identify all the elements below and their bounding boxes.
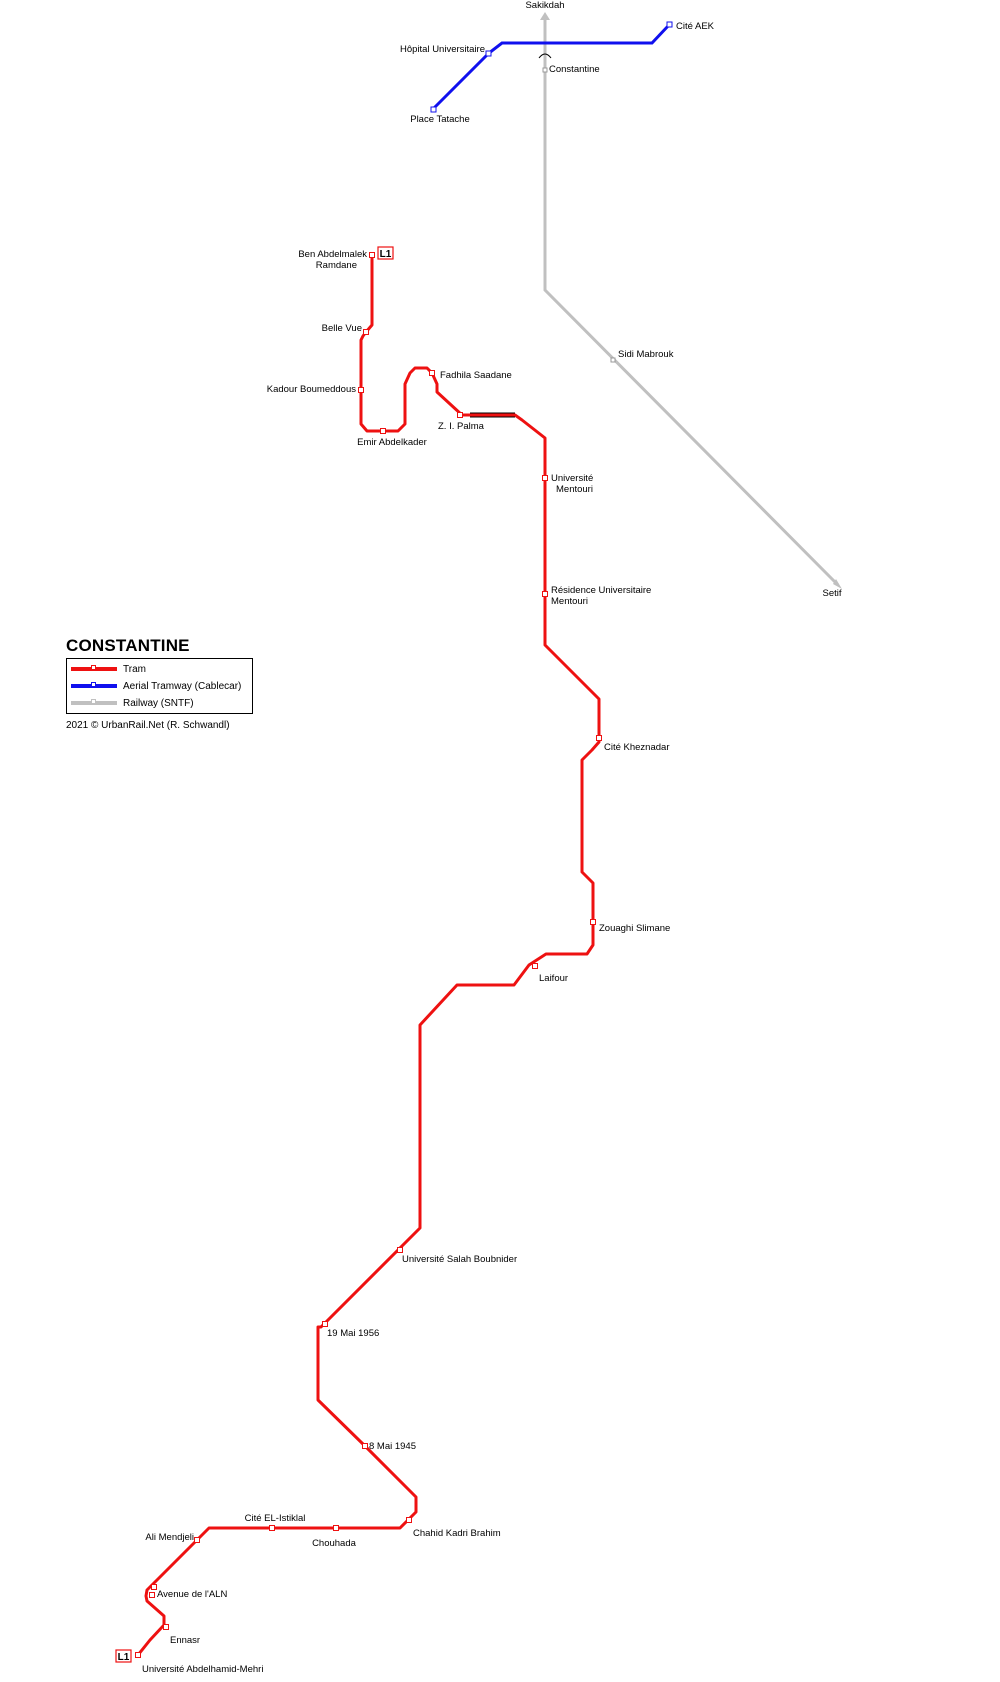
station-label: Cité AEK xyxy=(676,21,715,32)
tram-line-l1: L1 L1 xyxy=(115,246,602,1663)
station-label: Fadhila Saadane xyxy=(440,370,512,381)
station-label: Mentouri xyxy=(556,484,593,495)
station-marker xyxy=(358,387,364,393)
station-marker xyxy=(610,357,616,363)
cablecar-track xyxy=(431,23,671,111)
station-marker xyxy=(269,1525,275,1531)
setif-arrow-icon xyxy=(833,579,842,589)
station-label: Kadour Boumeddous xyxy=(267,384,357,395)
legend-item-railway: Railway (SNTF) xyxy=(71,695,194,711)
station-label: Belle Vue xyxy=(322,323,362,334)
station-label: Zouaghi Slimane xyxy=(599,923,670,934)
legend: Tram Aerial Tramway (Cablecar) Railway (… xyxy=(66,658,253,714)
station-label: Ramdane xyxy=(316,260,357,271)
station-marker xyxy=(532,963,538,969)
bridge-crossing-icon xyxy=(538,53,552,59)
cablecar-swatch-icon xyxy=(71,682,117,688)
map-credit: 2021 © UrbanRail.Net (R. Schwandl) xyxy=(66,720,230,731)
cablecar-line xyxy=(430,21,673,113)
station-label: Avenue de l'ALN xyxy=(157,1589,227,1600)
station-label: Hôpital Universitaire xyxy=(400,44,485,55)
station-marker xyxy=(362,1443,368,1449)
station-label: Résidence Universitaire xyxy=(551,585,651,596)
station-label: Université xyxy=(551,473,593,484)
station-label: Laifour xyxy=(539,973,568,984)
map-title: CONSTANTINE xyxy=(66,636,190,655)
station-label: Chahid Kadri Brahim xyxy=(413,1528,501,1539)
station-marker xyxy=(485,50,492,57)
legend-label: Aerial Tramway (Cablecar) xyxy=(123,680,242,692)
station-label: Sakikdah xyxy=(525,0,564,11)
station-marker xyxy=(333,1525,339,1531)
station-marker xyxy=(596,735,602,741)
station-label: Ben Abdelmalek xyxy=(298,249,367,260)
legend-label: Railway (SNTF) xyxy=(123,697,194,709)
station-label: Cité EL-Istiklal xyxy=(245,1513,306,1524)
station-marker xyxy=(406,1517,412,1523)
sakikdah-arrow-icon xyxy=(540,12,550,20)
station-label: Cité Kheznadar xyxy=(604,742,669,753)
station-label: Université Abdelhamid-Mehri xyxy=(142,1664,263,1675)
line-badge-l1 xyxy=(377,246,394,260)
station-marker xyxy=(666,21,673,28)
railway-line xyxy=(538,12,842,589)
station-marker xyxy=(163,1624,169,1630)
station-label: Sidi Mabrouk xyxy=(618,349,674,360)
railway-track xyxy=(543,20,840,587)
station-marker xyxy=(149,1592,155,1598)
line-badge-label: L1 xyxy=(380,249,392,260)
station-label: Ali Mendjeli xyxy=(145,1532,194,1543)
station-label: 19 Mai 1956 xyxy=(327,1328,379,1339)
station-label: Constantine xyxy=(549,64,600,75)
station-marker xyxy=(457,412,463,418)
station-label: Emir Abdelkader xyxy=(357,437,427,448)
station-label: Université Salah Boubnider xyxy=(402,1254,517,1265)
line-badge-label: L1 xyxy=(118,1652,130,1663)
station-marker xyxy=(369,252,375,258)
station-marker xyxy=(542,591,548,597)
railway-swatch-icon xyxy=(71,699,117,705)
legend-item-tram: Tram xyxy=(71,661,146,677)
station-marker xyxy=(363,329,369,335)
station-marker xyxy=(542,67,548,73)
station-marker xyxy=(151,1584,157,1590)
legend-label: Tram xyxy=(123,663,146,675)
station-label: Z. I. Palma xyxy=(438,421,485,432)
station-labels: Sakikdah Constantine Sidi Mabrouk Setif … xyxy=(142,0,842,1675)
station-label: 8 Mai 1945 xyxy=(369,1441,416,1452)
station-label: Place Tatache xyxy=(410,114,470,125)
station-marker xyxy=(430,106,437,113)
legend-item-cablecar: Aerial Tramway (Cablecar) xyxy=(71,678,241,694)
tram-swatch-icon xyxy=(71,665,117,671)
station-marker xyxy=(590,919,596,925)
station-label: Chouhada xyxy=(312,1538,357,1549)
station-marker xyxy=(194,1537,200,1543)
station-marker xyxy=(322,1321,328,1327)
station-label: Setif xyxy=(822,588,841,599)
station-marker xyxy=(135,1652,141,1658)
station-marker xyxy=(542,475,548,481)
station-label: Mentouri xyxy=(551,596,588,607)
station-marker xyxy=(429,370,435,376)
station-label: Ennasr xyxy=(170,1635,200,1646)
line-badge-l1 xyxy=(115,1649,132,1663)
station-marker xyxy=(380,428,386,434)
station-marker xyxy=(397,1247,403,1253)
